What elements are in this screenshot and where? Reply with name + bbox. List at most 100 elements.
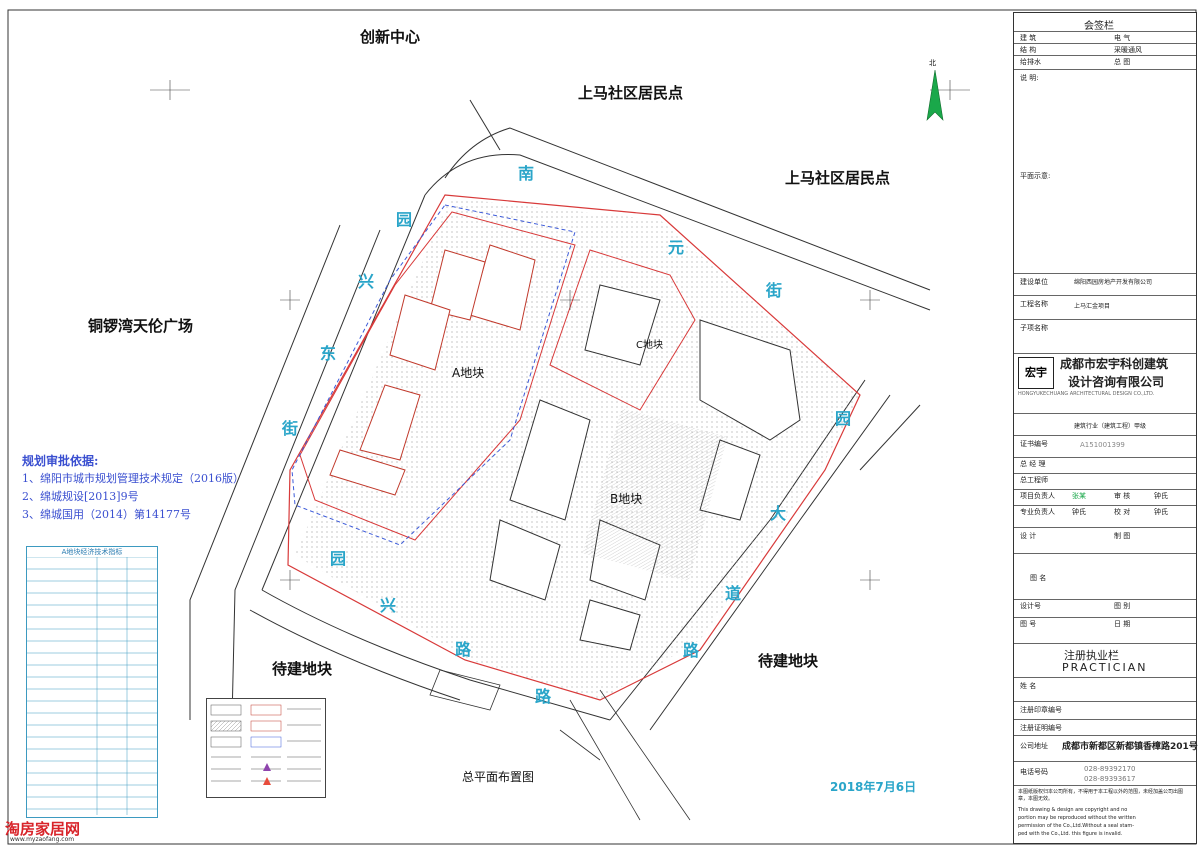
subitem-label: 子项名称	[1020, 324, 1048, 332]
client-label: 建设单位	[1020, 278, 1048, 286]
role-sign: 钟氏	[1154, 508, 1168, 516]
road-north-1: 南	[518, 164, 535, 183]
company-name-2: 设计咨询有限公司	[1068, 375, 1165, 389]
practician-cn: 注册执业栏	[1064, 649, 1119, 662]
design-no-label: 设计号	[1020, 602, 1041, 610]
plot-a-boundary	[299, 211, 576, 541]
planning-basis-item: 1、绵阳市城市规划管理技术规定（2016版）	[22, 472, 244, 485]
role-label: 专业负责人	[1020, 508, 1055, 516]
north-label: 北	[929, 59, 936, 67]
plot-b-buildings	[489, 319, 801, 651]
south-road	[249, 589, 611, 721]
cert-value: A151001399	[1080, 441, 1125, 449]
role-label: 审 核	[1114, 492, 1131, 500]
role-sign: 钟氏	[1072, 508, 1086, 516]
role-label: 设 计	[1020, 532, 1037, 540]
north-road	[424, 99, 931, 311]
plot-c-building	[584, 284, 661, 366]
road-east-3: 道	[725, 584, 742, 603]
north-arrow-icon	[926, 69, 944, 121]
role-sign: 钟氏	[1154, 492, 1168, 500]
road-south-4: 路	[535, 687, 552, 706]
road-east-1: 园	[835, 409, 852, 428]
practician-en: PRACTICIAN	[1062, 661, 1148, 674]
sign-cell: 建 筑	[1020, 34, 1037, 42]
sign-cell: 电 气	[1114, 34, 1131, 42]
road-south-1: 园	[330, 549, 347, 568]
road-north-3: 街	[766, 281, 783, 300]
watermark-logo: 淘房家居网	[5, 820, 81, 838]
label-pending-left: 待建地块	[272, 660, 333, 678]
company-name-en: HONGYUKECHUANG ARCHITECTURAL DESIGN CO.,…	[1018, 391, 1155, 397]
role-label: 制 图	[1114, 532, 1131, 540]
copyright-en: portion may be reproduced without the wr…	[1018, 815, 1136, 821]
project-value: 上马汇金项目	[1074, 303, 1111, 310]
role-sign: 张某	[1072, 492, 1086, 500]
label-plot-c: C地块	[636, 340, 663, 351]
phone-label: 电话号码	[1020, 768, 1048, 776]
phone-2: 028-89393617	[1084, 775, 1136, 783]
planning-basis-item: 2、绵城规设[2013]9号	[22, 490, 139, 503]
drawing-date: 2018年7月6日	[830, 780, 917, 794]
road-north-2: 元	[668, 238, 685, 257]
plot-a-setback	[291, 204, 576, 546]
label-pending-right: 待建地块	[758, 652, 819, 670]
econ-table-title: A地块经济技术指标	[61, 548, 123, 556]
label-tongluowan: 铜锣湾天伦广场	[88, 317, 194, 335]
road-west-1: 园	[396, 210, 413, 229]
sign-cell: 给排水	[1020, 58, 1041, 66]
copyright-en: This drawing & design are copyright and …	[1018, 807, 1128, 813]
plot-c-boundary	[549, 249, 696, 411]
road-west-4: 街	[282, 419, 299, 438]
south-structures	[429, 669, 691, 821]
role-label: 项目负责人	[1020, 492, 1055, 500]
drawing-no-label: 图 号	[1020, 620, 1037, 628]
date-label: 日 期	[1114, 620, 1131, 628]
copyright-cn: 本图纸版权归本公司所有，不得用于本工程以外的范围，未经加盖公司出图章，本图无效。	[1018, 789, 1184, 802]
road-south-2: 兴	[380, 596, 397, 615]
econ-table-grid	[27, 556, 157, 815]
plot-b-paving	[582, 408, 728, 582]
project-label: 工程名称	[1020, 300, 1048, 308]
role-label: 总工程师	[1020, 476, 1048, 484]
planning-basis: 规划审批依据: 1、绵阳市城市规划管理技术规定（2016版） 2、绵城规设[20…	[22, 452, 244, 524]
company-logo: 宏宇	[1018, 357, 1054, 389]
econ-indicators-table: A地块经济技术指标	[26, 546, 158, 818]
sign-title: 会签栏	[1084, 21, 1114, 32]
role-label: 校 对	[1114, 508, 1131, 516]
address-label: 公司地址	[1020, 742, 1048, 750]
notes-label: 说 明:	[1020, 74, 1039, 82]
client-value: 绵阳西园房地产开发有限公司	[1074, 279, 1153, 286]
road-east-2: 大	[770, 504, 787, 523]
road-west-3: 东	[320, 344, 337, 363]
label-shangma-east: 上马社区居民点	[785, 169, 891, 187]
label-innovation-center: 创新中心	[360, 28, 421, 46]
copyright-en: ped with the Co.,Ltd. this figure is inv…	[1018, 831, 1123, 837]
role-label: 总 经 理	[1020, 460, 1046, 468]
drawing-name-label: 图 名	[1030, 574, 1047, 582]
watermark-url: www.myzaofang.com	[10, 836, 75, 843]
label-plot-b: B地块	[610, 492, 643, 506]
legend-symbols	[210, 704, 321, 785]
label-shangma-north: 上马社区居民点	[578, 84, 684, 102]
name-label: 姓 名	[1020, 682, 1037, 690]
sign-cell: 结 构	[1020, 46, 1037, 54]
drawing-title: 总平面布置图	[462, 770, 535, 784]
reg-no-label: 注册证明编号	[1020, 724, 1062, 732]
legend-box	[206, 698, 326, 798]
sign-cell: 总 图	[1114, 58, 1131, 66]
cert-label: 证书编号	[1020, 440, 1048, 448]
title-block: 会签栏 建 筑 电 气 结 构 采暖通风 给排水 总 图 说 明: 平面示意: …	[1013, 12, 1198, 844]
site-boundary	[287, 194, 861, 701]
phone-1: 028-89392170	[1084, 765, 1136, 773]
road-west-2: 兴	[358, 272, 375, 291]
drawing-type-label: 图 别	[1114, 602, 1131, 610]
sign-cell: 采暖通风	[1114, 46, 1142, 54]
planning-basis-heading: 规划审批依据:	[22, 454, 99, 468]
plot-a-buildings	[329, 244, 536, 496]
address-value: 成都市新都区新都镇香樟路201号	[1062, 742, 1198, 752]
copyright-en: permission of the Co.,Ltd.Without a seal…	[1018, 823, 1135, 829]
qualification: 建筑行业（建筑工程）甲级	[1074, 423, 1147, 430]
